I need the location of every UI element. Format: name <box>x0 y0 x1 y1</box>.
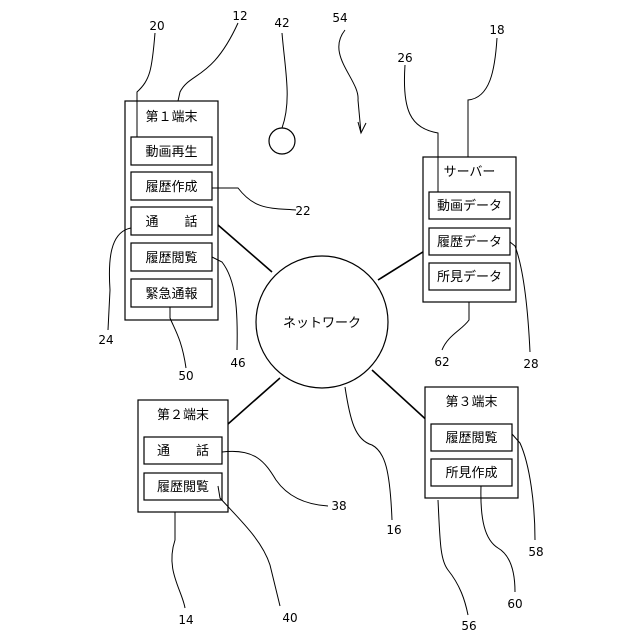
network-node: ネットワーク <box>256 256 388 388</box>
ref-16: 16 <box>386 523 401 537</box>
svg-text:通 話: 通 話 <box>157 443 209 459</box>
terminal-3-title: 第３端末 <box>445 395 497 410</box>
svg-text:動画データ: 動画データ <box>437 198 502 214</box>
terminal-1: 第１端末 動画再生 履歴作成 通 話 履歴閲覧 緊急通報 <box>125 101 218 320</box>
link-terminal2 <box>228 378 280 424</box>
svg-text:所見データ: 所見データ <box>437 269 502 285</box>
ref-18: 18 <box>489 23 504 37</box>
ref-26: 26 <box>397 51 412 65</box>
svg-text:緊急通報: 緊急通報 <box>145 287 197 302</box>
ref-14: 14 <box>178 613 193 627</box>
ref-62: 62 <box>434 355 449 369</box>
link-server <box>378 250 426 280</box>
terminal-2: 第２端末 通 話 履歴閲覧 <box>138 400 228 512</box>
server: サーバー 動画データ 履歴データ 所見データ <box>423 157 516 302</box>
ref-60: 60 <box>507 597 522 611</box>
ref-58: 58 <box>528 545 543 559</box>
terminal-2-title: 第２端末 <box>157 408 209 423</box>
ref-38: 38 <box>331 499 346 513</box>
ref-42: 42 <box>274 16 289 30</box>
svg-text:所見作成: 所見作成 <box>445 466 497 481</box>
svg-text:履歴作成: 履歴作成 <box>145 180 197 195</box>
svg-text:動画再生: 動画再生 <box>145 145 197 160</box>
svg-text:通 話: 通 話 <box>145 214 197 230</box>
ref-46: 46 <box>230 356 245 370</box>
network-label: ネットワーク <box>283 316 361 331</box>
ref-12: 12 <box>232 9 247 23</box>
ref-20: 20 <box>149 19 164 33</box>
link-terminal3 <box>372 370 432 425</box>
svg-text:履歴閲覧: 履歴閲覧 <box>445 430 497 446</box>
link-terminal1 <box>218 225 272 272</box>
svg-text:履歴閲覧: 履歴閲覧 <box>157 479 209 495</box>
ref-28: 28 <box>523 357 538 371</box>
svg-text:履歴データ: 履歴データ <box>437 234 502 250</box>
ref-40: 40 <box>282 611 297 625</box>
ref-50: 50 <box>178 369 193 383</box>
ref-56: 56 <box>461 619 476 633</box>
external-device-circle <box>269 128 295 154</box>
terminal-1-title: 第１端末 <box>145 110 197 125</box>
server-title: サーバー <box>444 165 496 180</box>
ref-24: 24 <box>98 333 113 347</box>
ref-54: 54 <box>332 11 347 25</box>
ref-22: 22 <box>295 204 310 218</box>
terminal-3: 第３端末 履歴閲覧 所見作成 <box>425 387 518 498</box>
svg-text:履歴閲覧: 履歴閲覧 <box>145 250 197 266</box>
